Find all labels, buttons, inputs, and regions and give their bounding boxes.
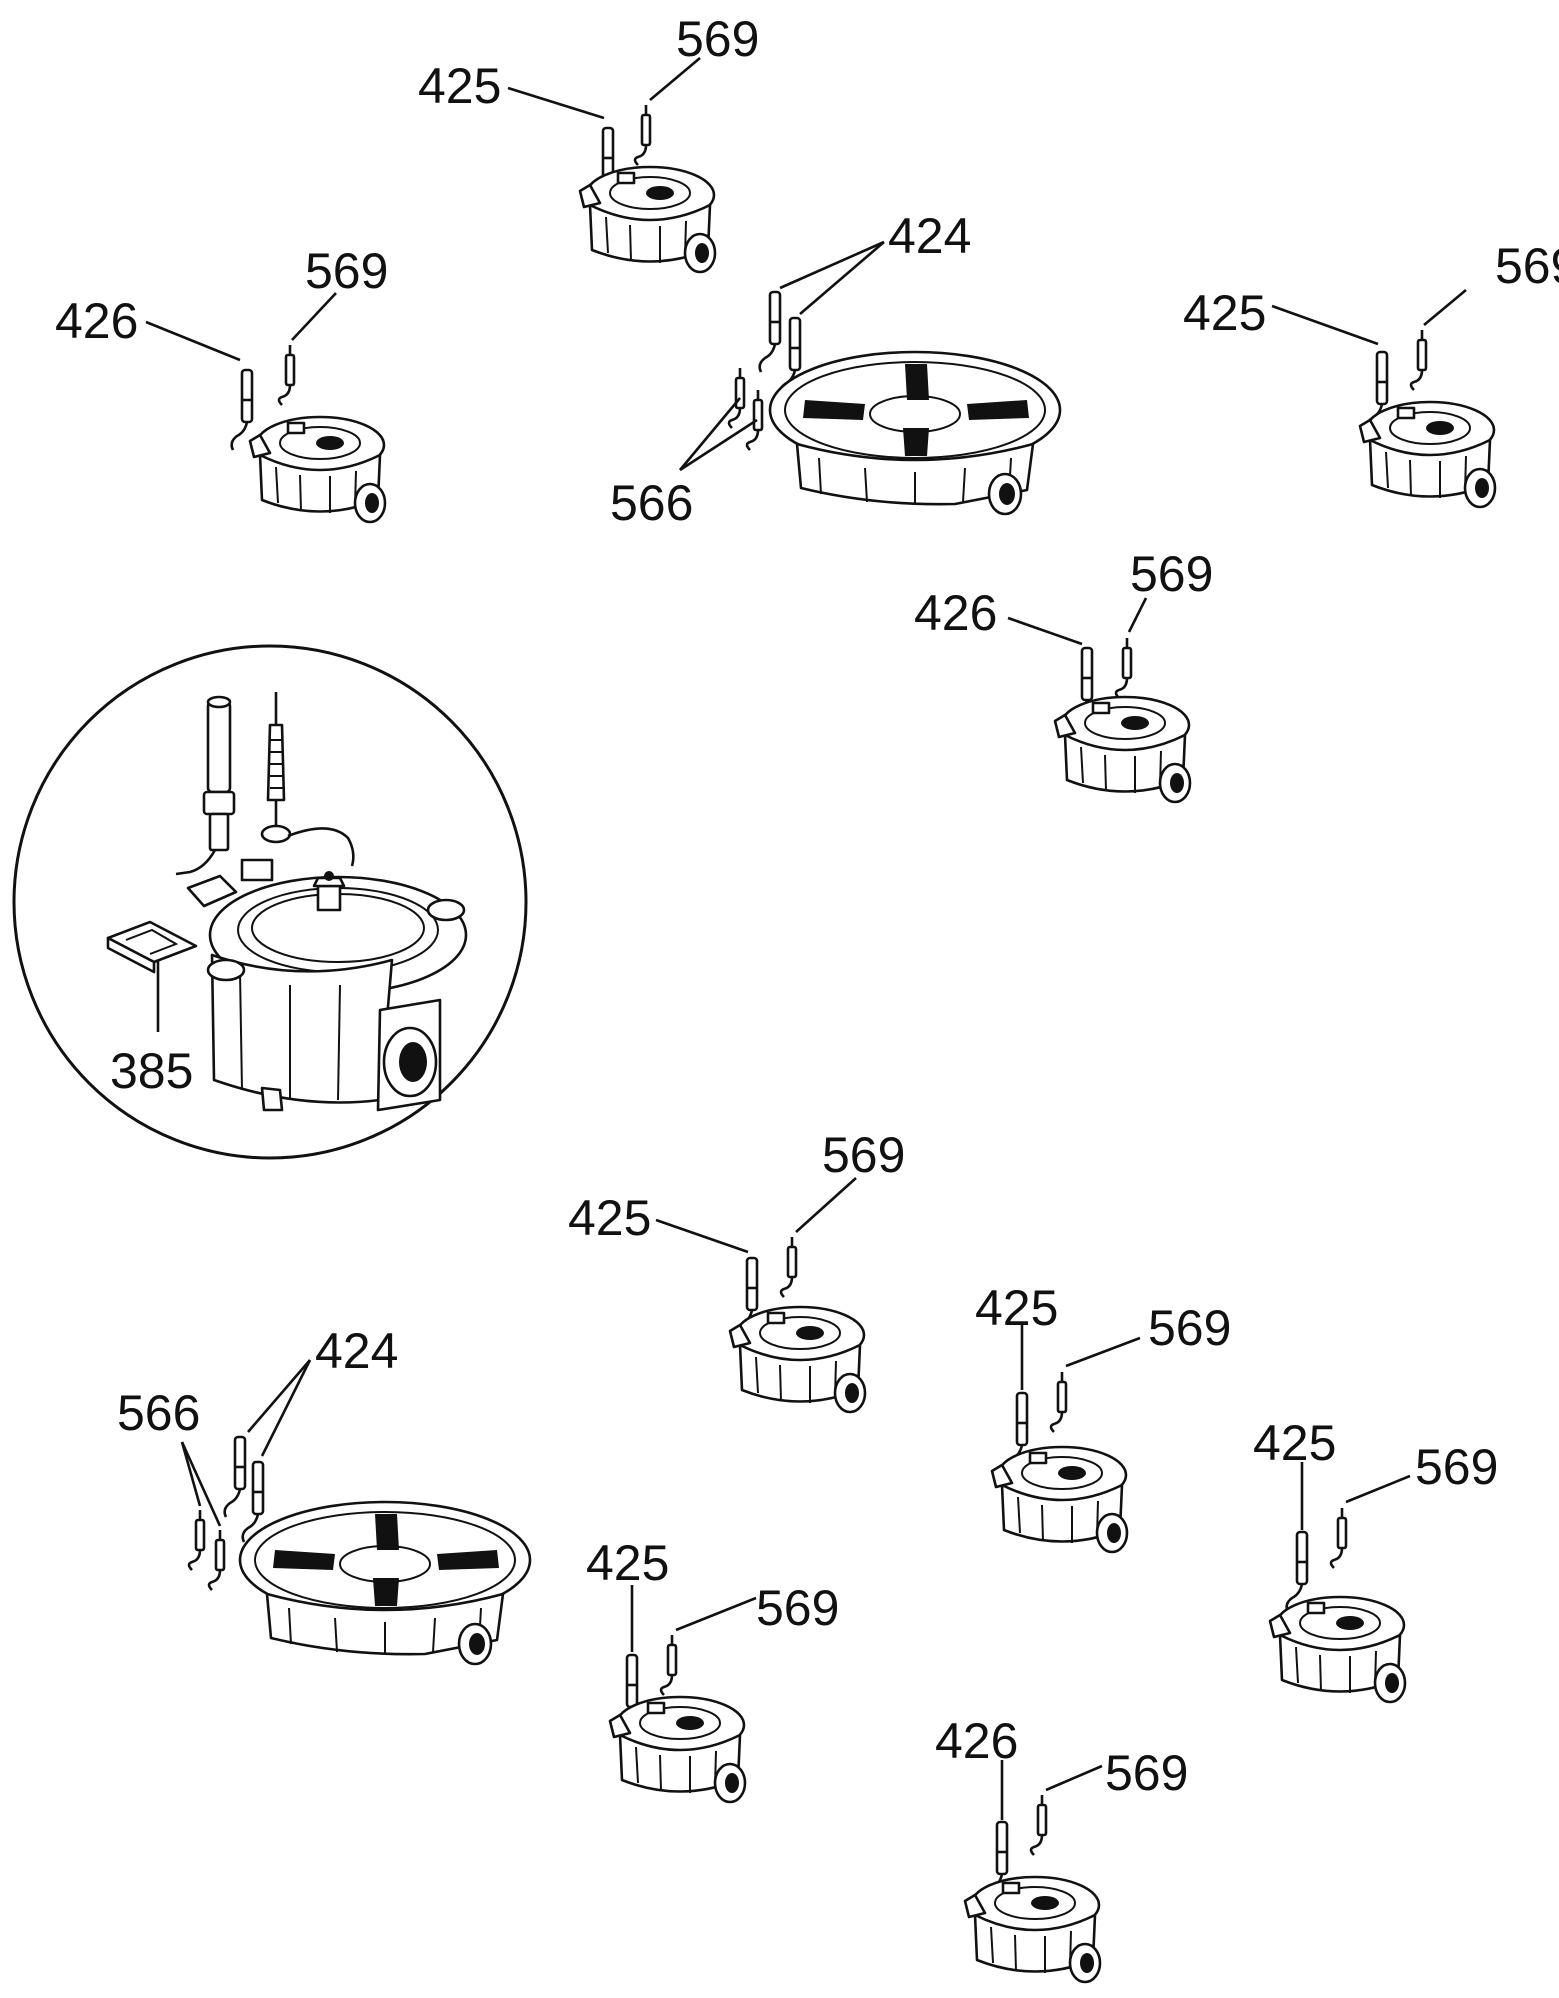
igniter-569 xyxy=(633,103,652,167)
burner-small xyxy=(990,1445,1129,1554)
leader-line xyxy=(1345,1474,1411,1504)
leader-line xyxy=(675,1596,757,1632)
igniter-569 xyxy=(1049,1370,1068,1434)
label-425: 425 xyxy=(586,1535,669,1591)
label-426: 426 xyxy=(914,585,997,641)
leader-line xyxy=(1127,597,1148,633)
burner-assembly-large-bottom: 424 566 xyxy=(117,1323,532,1666)
leader-line xyxy=(679,418,758,472)
label-569: 569 xyxy=(822,1127,905,1183)
label-425: 425 xyxy=(1183,285,1266,341)
igniter-569 xyxy=(1409,328,1428,392)
igniter-569 xyxy=(1029,1793,1048,1857)
leader-line xyxy=(507,86,605,120)
label-425: 425 xyxy=(568,1190,651,1246)
burner-body-detail xyxy=(186,858,468,1112)
burner-assembly-center-right: 425 569 xyxy=(975,1280,1231,1554)
label-425: 425 xyxy=(975,1280,1058,1336)
leader-line xyxy=(1271,304,1379,346)
burner-small xyxy=(963,1875,1102,1984)
label-569: 569 xyxy=(305,243,388,299)
burner-small xyxy=(1358,400,1497,509)
burner-small xyxy=(248,415,387,524)
igniter-569 xyxy=(1329,1506,1348,1570)
igniter-569 xyxy=(1114,636,1133,700)
leader-line xyxy=(799,241,885,315)
burner-assembly-top-right: 425 569 xyxy=(1183,238,1559,509)
leader-line xyxy=(260,1359,312,1457)
label-425: 425 xyxy=(1253,1415,1336,1471)
label-566: 566 xyxy=(610,475,693,531)
leader-line xyxy=(655,1218,749,1254)
igniter-569 xyxy=(779,1235,798,1299)
label-426: 426 xyxy=(935,1713,1018,1769)
burner-small xyxy=(728,1305,867,1414)
burner-small xyxy=(1268,1595,1407,1704)
burner-assembly-bottom-center: 425 569 xyxy=(586,1535,839,1804)
thermocouple-424-a xyxy=(223,1435,247,1519)
igniter-569 xyxy=(659,1633,678,1697)
thermocouple-426 xyxy=(230,368,254,452)
burner-assembly-large-top: 424 566 xyxy=(610,208,1062,531)
burner-small xyxy=(1053,695,1192,804)
leader-line xyxy=(180,1441,222,1527)
thermocouple-425 xyxy=(1285,1530,1309,1614)
igniter-566-b xyxy=(745,388,764,452)
burner-assembly-top-center: 425 569 xyxy=(418,11,759,274)
burner-small xyxy=(578,165,717,274)
label-569: 569 xyxy=(1148,1300,1231,1356)
label-424: 424 xyxy=(315,1323,398,1379)
leader-line xyxy=(145,320,241,362)
igniter-566-a xyxy=(187,1508,206,1572)
burner-assembly-bottom: 426 569 xyxy=(935,1713,1188,1984)
label-385: 385 xyxy=(110,1043,193,1099)
igniter-566-a xyxy=(727,366,746,430)
label-569: 569 xyxy=(756,1580,839,1636)
leader-line xyxy=(291,292,337,341)
leader-line xyxy=(180,1441,202,1507)
label-426: 426 xyxy=(55,293,138,349)
leader-line xyxy=(649,57,701,101)
label-424: 424 xyxy=(888,208,971,264)
label-569: 569 xyxy=(676,11,759,67)
leader-line xyxy=(247,1359,311,1433)
leader-line xyxy=(1045,1764,1103,1792)
leader-line xyxy=(679,397,741,471)
burner-small xyxy=(608,1695,747,1804)
igniter-detail xyxy=(260,692,355,867)
burner-assembly-far-right: 425 569 xyxy=(1253,1415,1498,1704)
burner-assembly-middle-right: 426 569 xyxy=(914,546,1213,804)
clip-385 xyxy=(106,920,198,974)
label-569: 569 xyxy=(1105,1745,1188,1801)
label-569: 569 xyxy=(1415,1439,1498,1495)
leader-line xyxy=(779,240,885,290)
burner-large xyxy=(238,1500,532,1666)
detail-callout: 385 xyxy=(12,644,528,1160)
igniter-569 xyxy=(277,343,296,407)
leader-line xyxy=(795,1177,857,1233)
leader-line xyxy=(1007,616,1083,646)
label-425: 425 xyxy=(418,58,501,114)
label-569: 569 xyxy=(1130,546,1213,602)
burner-large xyxy=(768,350,1062,516)
leader-line xyxy=(1423,289,1467,326)
thermocouple-424-a xyxy=(758,290,782,374)
leader-line xyxy=(1065,1336,1141,1368)
burner-assembly-center: 425 569 xyxy=(568,1127,905,1414)
label-566: 566 xyxy=(117,1385,200,1441)
igniter-566-b xyxy=(207,1528,226,1592)
label-569: 569 xyxy=(1495,238,1559,294)
thermocouple-detail xyxy=(175,695,236,876)
burner-assembly-left: 426 569 xyxy=(55,243,388,524)
